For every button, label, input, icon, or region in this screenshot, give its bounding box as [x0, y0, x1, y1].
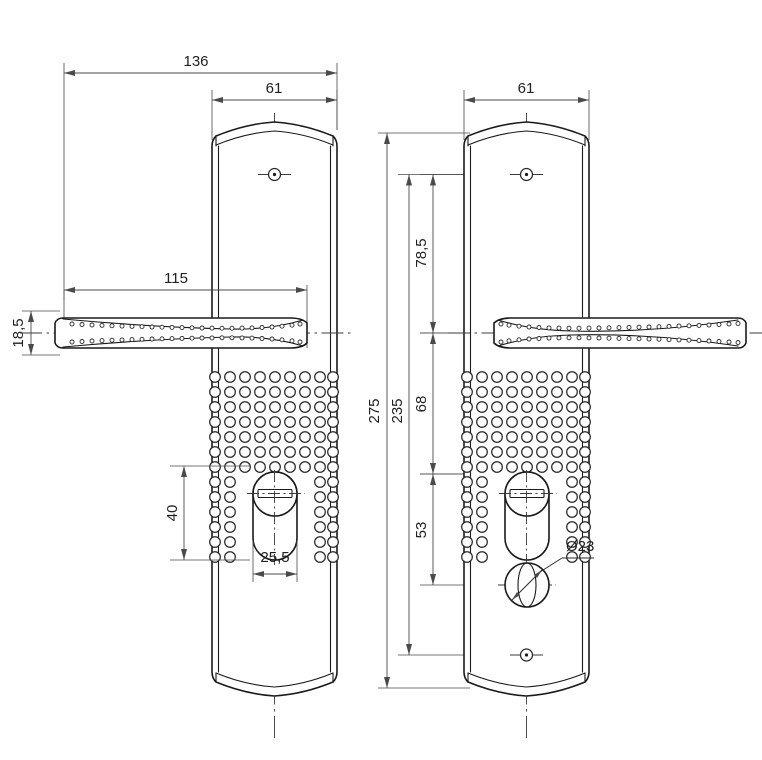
dimension-d23-label: Ø23 — [566, 538, 594, 555]
left-view-group: 136 61 — [10, 53, 352, 742]
dimension-61-right-label: 61 — [518, 80, 535, 97]
right-cylinder-escutcheon — [499, 470, 557, 565]
dimension-136: 136 — [63, 53, 338, 300]
dimension-136-label: 136 — [183, 53, 208, 70]
grip-dots-full — [209, 371, 339, 473]
dimension-53-label: 53 — [413, 522, 430, 539]
right-grip-dots-full — [461, 371, 591, 473]
dimension-40-label: 40 — [164, 505, 181, 522]
right-grip-perforation — [461, 371, 591, 563]
thumbturn-bore: Ø23 — [498, 538, 594, 608]
dimension-25-5-label: 25,5 — [260, 549, 289, 566]
right-top-screw-hole — [510, 167, 543, 182]
dimension-61-right: 61 — [463, 80, 590, 140]
dimension-18-5-label: 18,5 — [10, 318, 27, 347]
left-lever-handle — [20, 317, 352, 349]
lever-dots-lower — [69, 335, 303, 345]
right-view-group: 61 275 235 78 — [366, 80, 762, 742]
right-lever-dots-lower — [498, 335, 741, 345]
dimension-25-5: 25,5 — [252, 540, 298, 582]
left-top-screw-hole — [258, 167, 291, 182]
dimension-68-label: 68 — [413, 396, 430, 413]
dimension-275-label: 275 — [366, 398, 383, 423]
dimension-115-label: 115 — [164, 270, 188, 287]
dimension-61-left: 61 — [211, 80, 338, 140]
right-lever-handle — [448, 317, 762, 349]
right-grip-dots-flanking — [461, 476, 591, 563]
dimension-18-5: 18,5 — [10, 310, 60, 356]
left-cylinder-escutcheon — [247, 470, 305, 565]
dimension-40: 40 — [164, 465, 250, 561]
dimension-275: 275 — [366, 132, 470, 689]
right-bottom-screw-hole — [510, 648, 543, 662]
right-lever-dots-upper — [498, 321, 741, 331]
lever-dots-upper — [69, 321, 303, 331]
dimension-235-label: 235 — [389, 398, 406, 423]
dimension-61-left-label: 61 — [266, 80, 283, 97]
dimension-78-5-label: 78,5 — [413, 238, 430, 267]
